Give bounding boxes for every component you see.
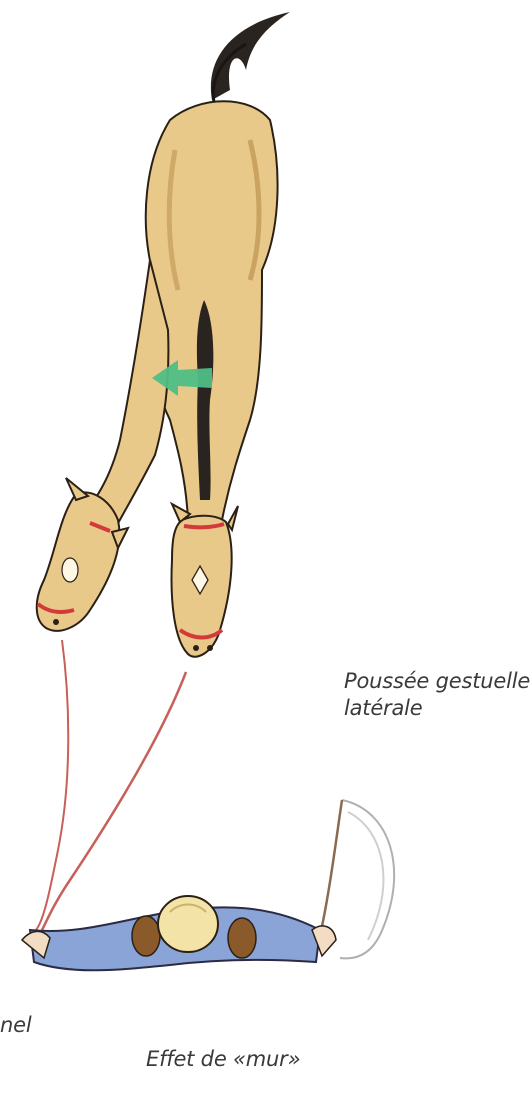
partial-left-caption: nel	[0, 1012, 31, 1039]
handler	[22, 896, 336, 970]
horse-body	[146, 101, 278, 520]
lead-ropes	[36, 640, 186, 930]
wall-effect-caption: Effet de «mur»	[146, 1046, 300, 1073]
lateral-push-caption-line1: Poussée gestuelle	[344, 668, 530, 695]
horse-tail	[211, 12, 290, 102]
lateral-push-caption-line2: latérale	[344, 695, 530, 722]
horse-head-front	[172, 504, 238, 657]
lateral-push-caption: Poussée gestuelle latérale	[344, 668, 530, 723]
